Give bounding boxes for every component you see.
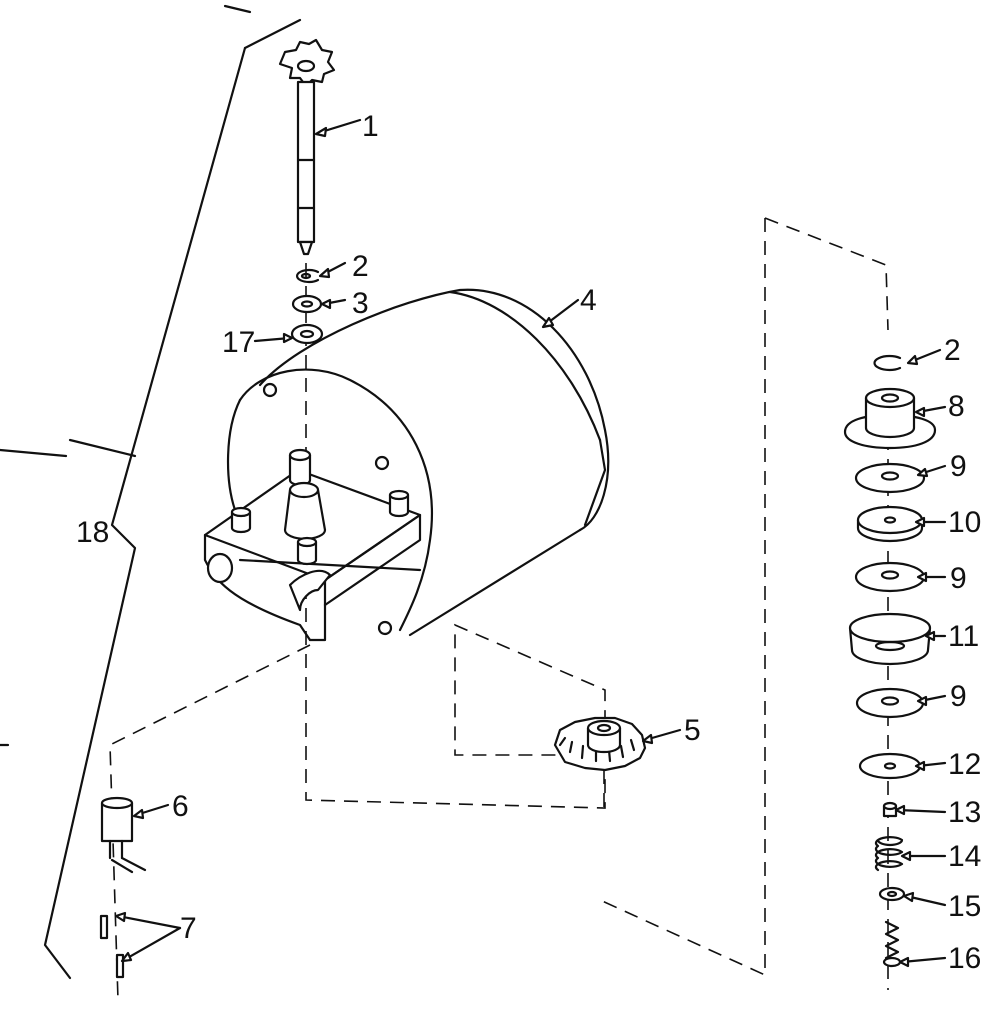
washer-part-9-b	[854, 561, 926, 593]
callout-6: 6	[172, 790, 189, 823]
callout-5: 5	[684, 714, 701, 747]
e-clip-part-2-right	[873, 354, 902, 372]
washer-part-3	[291, 294, 323, 314]
disc-part-10	[856, 505, 924, 543]
callout-2b: 2	[944, 334, 961, 367]
callout-2a: 2	[352, 250, 369, 283]
washer-part-9-a	[854, 462, 926, 494]
callout-18: 18	[76, 516, 109, 549]
bearing-part-8	[843, 387, 937, 450]
callout-10: 10	[948, 506, 981, 539]
gear-part-5	[553, 716, 647, 772]
callout-3: 3	[352, 287, 369, 320]
callout-16: 16	[948, 942, 981, 975]
spring-part-14	[874, 836, 904, 872]
leader-arrows	[114, 118, 947, 968]
frame-outline	[0, 4, 302, 980]
washer-part-15	[878, 886, 906, 902]
callout-4: 4	[580, 284, 597, 317]
nut-part-13	[882, 801, 898, 818]
callout-14: 14	[948, 840, 981, 873]
shaft-part-1	[278, 38, 336, 256]
callout-labels: 1 2 3 17 4 18 5 6 7 2 8 9 10 9 11 9 12 1…	[76, 110, 981, 975]
terminal-part-6	[100, 796, 147, 874]
e-clip-part-2-top	[296, 268, 320, 284]
callout-15: 15	[948, 890, 981, 923]
callout-8: 8	[948, 390, 965, 423]
washer-part-17	[290, 323, 324, 345]
callout-9b: 9	[950, 562, 967, 595]
cup-part-11	[848, 612, 932, 666]
callout-7: 7	[180, 912, 197, 945]
screws-part-7	[99, 914, 125, 979]
washer-part-9-c	[855, 687, 925, 719]
callout-13: 13	[948, 796, 981, 829]
housing-part-4	[203, 288, 610, 642]
callout-17: 17	[222, 326, 255, 359]
callout-9a: 9	[950, 450, 967, 483]
disc-part-12	[858, 752, 922, 780]
callout-9c: 9	[950, 680, 967, 713]
callout-1: 1	[362, 110, 379, 143]
callout-12: 12	[948, 748, 981, 781]
spring-part-16	[882, 920, 902, 968]
callout-11: 11	[948, 620, 979, 653]
